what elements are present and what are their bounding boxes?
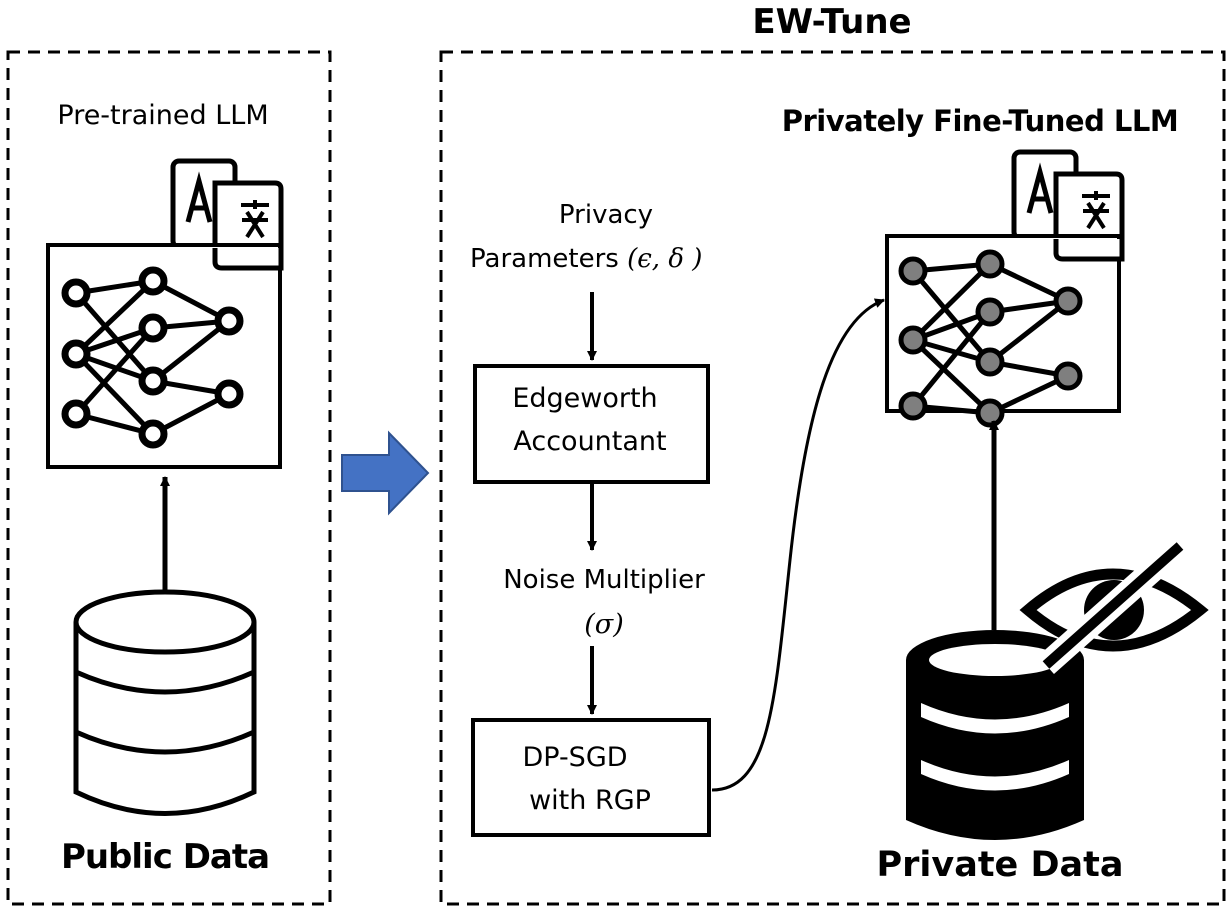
database-icon [906,630,1084,840]
accountant-line2: Accountant [513,426,667,457]
dpsgd-line2: with RGP [529,785,651,816]
network-node [898,256,928,286]
network-node [898,325,928,355]
accountant-line1: Edgeworth [512,383,658,414]
public-data-label: Public Data [60,837,270,877]
network-node [138,266,168,296]
parameters-label: Parameters [470,244,619,274]
network-node [61,399,91,429]
dpsgd-box [471,718,711,837]
network-node [975,297,1005,327]
network-node [61,339,91,369]
noise-multiplier-label: Noise Multiplier [503,565,705,595]
network-edge [151,319,231,383]
network-node [214,379,244,409]
dpsgd-line1: DP-SGD [522,742,628,773]
privacy-symbols: (ϵ, δ ) [627,244,703,274]
right-arrow-icon [341,430,430,516]
network-node [138,419,168,449]
network-edge [911,262,992,342]
edgeworth-accountant-box [473,364,710,484]
noise-symbol: (σ) [584,609,624,640]
network-node [1053,286,1083,316]
database-icon [73,589,257,816]
network-node [61,278,91,308]
network-edge [911,338,992,415]
diagram-title: EW-Tune [752,2,912,42]
network-node [214,306,244,336]
network-node [138,313,168,343]
dpsgd-to-model-arrow [711,298,885,792]
private-data-label: Private Data [876,845,1124,885]
network-node [898,391,928,421]
network-node [138,366,168,396]
neural-network-icon [898,249,1083,428]
neural-network-icon [61,266,244,449]
network-edge [74,326,155,416]
network-edge [74,291,155,383]
right-panel-border [439,50,1226,906]
network-node [975,347,1005,377]
private-model-label: Privately Fine-Tuned LLM [781,104,1179,138]
network-edge [988,299,1070,364]
network-node [1053,361,1083,391]
network-node [975,398,1005,428]
network-node [975,249,1005,279]
network-edge [74,352,155,436]
network-edge [911,269,992,364]
eye-slash-icon [1019,537,1209,674]
network-edge [74,279,155,356]
public-model-label: Pre-trained LLM [57,100,269,131]
privacy-label: Privacy [558,200,654,230]
privacy-parameters-line: Parameters (ϵ, δ ) [470,244,702,274]
left-panel-border [6,50,332,906]
network-edge [911,310,992,408]
